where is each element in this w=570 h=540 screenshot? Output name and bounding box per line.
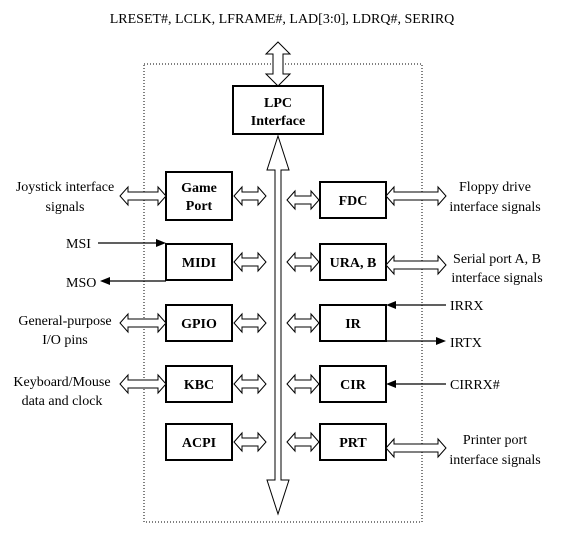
lpc-bus-connector-arrow [264,41,292,87]
lpc-interface-label-line2: Interface [251,114,305,129]
gpio-box [165,304,233,342]
cir-bus-arrow [286,374,320,394]
gpio-pins-label-line2: I/O pins [42,333,88,348]
fdc-label: FDC [339,194,368,209]
internal-bus-arrow [266,134,290,516]
midi-bus-arrow [233,252,267,272]
lpc-interface-box [232,85,324,135]
prt-box [319,423,387,461]
acpi-label: ACPI [182,436,216,451]
serial-signal-arrow [385,254,447,276]
mso-arrowhead [100,277,110,285]
joystick-label-line2: signals [46,200,85,215]
serial-label-line1: Serial port A, B [453,252,541,267]
floppy-label-line1: Floppy drive [459,180,531,195]
floppy-label-line2: interface signals [449,200,540,215]
floppy-signal-arrow [385,185,447,207]
keyboard-label-line2: data and clock [22,394,103,409]
ura-b-bus-arrow [286,252,320,272]
joystick-label-line1: Joystick interface [16,180,114,195]
ir-bus-arrow [286,313,320,333]
midi-box [165,243,233,281]
acpi-box [165,423,233,461]
irrx-arrowhead [386,301,396,309]
prt-label: PRT [339,436,367,451]
irrx-label: IRRX [450,299,483,314]
keyboard-signal-arrow [119,373,167,395]
printer-label-line1: Printer port [463,433,527,448]
fdc-box [319,181,387,219]
mso-label: MSO [66,276,96,291]
ir-label: IR [345,317,361,332]
ura-b-label: URA, B [330,256,377,271]
bus-signals-label: LRESET#, LCLK, LFRAME#, LAD[3:0], LDRQ#,… [110,12,455,27]
gpio-label: GPIO [181,317,217,332]
irtx-arrowhead [436,337,446,345]
irtx-label: IRTX [450,336,482,351]
serial-label-line2: interface signals [451,271,542,286]
acpi-bus-arrow [233,432,267,452]
ura-b-box [319,243,387,281]
joystick-signal-arrow [119,185,167,207]
ir-box [319,304,387,342]
prt-bus-arrow [286,432,320,452]
cir-label: CIR [340,378,367,393]
gpio-pins-label-line1: General-purpose [18,314,111,329]
midi-label: MIDI [182,256,216,271]
game-port-label-line1: Game [181,181,217,196]
game-port-bus-arrow [233,186,267,206]
fdc-bus-arrow [286,190,320,210]
printer-signal-arrow [385,437,447,459]
cirrx-arrowhead [386,380,396,388]
cirrx-label: CIRRX# [450,378,500,393]
msi-label: MSI [66,237,91,252]
keyboard-label-line1: Keyboard/Mouse [13,375,110,390]
kbc-bus-arrow [233,374,267,394]
kbc-label: KBC [184,378,214,393]
gpio-pins-arrow [119,312,167,334]
printer-label-line2: interface signals [449,453,540,468]
lpc-interface-label-line1: LPC [264,96,292,111]
gpio-bus-arrow [233,313,267,333]
game-port-label-line2: Port [186,199,213,214]
msi-arrowhead [156,239,166,247]
